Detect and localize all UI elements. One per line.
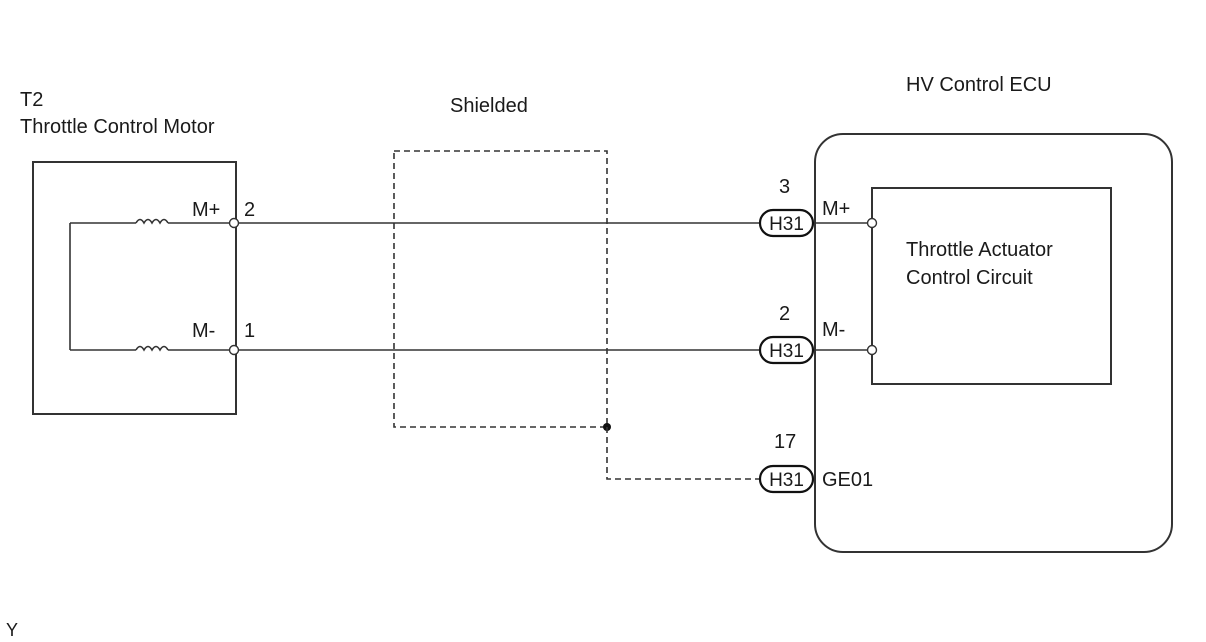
ecu-title: HV Control ECU [906, 74, 1052, 96]
figure-code: Y [6, 620, 18, 640]
connector-shape [758, 335, 815, 365]
connector-code: H31 [769, 470, 804, 491]
connector-shape [758, 464, 815, 494]
pin-terminal-1 [228, 344, 240, 356]
connector-code: H31 [769, 341, 804, 362]
connector-shape [758, 208, 815, 238]
connector-pin-number: 2 [779, 303, 790, 325]
ecu-signal-m-minus: M- [822, 319, 845, 341]
circuit-label-line2: Control Circuit [906, 267, 1033, 289]
component-name: Throttle Control Motor [20, 116, 215, 138]
connector-h31-pin-17: 17 H31 [758, 431, 815, 494]
connector-pin-number: 3 [779, 176, 790, 198]
motor-coil-lower-icon [135, 345, 169, 352]
pin-terminal-2 [228, 217, 240, 229]
pin-label-m-minus: M- [192, 320, 215, 342]
pin-number-2: 2 [244, 199, 255, 221]
pin-label-m-plus: M+ [192, 199, 220, 221]
connector-h31-pin-3: 3 H31 [758, 176, 815, 238]
circuit-label-line1: Throttle Actuator [906, 239, 1053, 261]
pin-number-1: 1 [244, 320, 255, 342]
shield-label: Shielded [450, 95, 528, 117]
shield-box [393, 150, 608, 428]
throttle-control-motor: T2 Throttle Control Motor M+ 2 M- 1 [20, 89, 255, 415]
circuit-pin-m-minus [866, 344, 878, 356]
component-id: T2 [20, 89, 43, 111]
hv-control-ecu: HV Control ECU Throttle Actuator Control… [813, 74, 1173, 553]
ecu-signal-m-plus: M+ [822, 198, 850, 220]
connector-h31-pin-2: 2 H31 [758, 303, 815, 365]
circuit-pin-m-plus [866, 217, 878, 229]
ecu-signal-ge01: GE01 [822, 469, 873, 491]
motor-coil-upper-icon [135, 218, 169, 225]
shield-drain-wire [606, 427, 760, 480]
connector-pin-number: 17 [774, 431, 796, 453]
ecu-box [814, 133, 1173, 553]
connector-code: H31 [769, 214, 804, 235]
component-box [32, 161, 237, 415]
circuit-box [871, 187, 1112, 385]
shield: Shielded [393, 95, 760, 480]
